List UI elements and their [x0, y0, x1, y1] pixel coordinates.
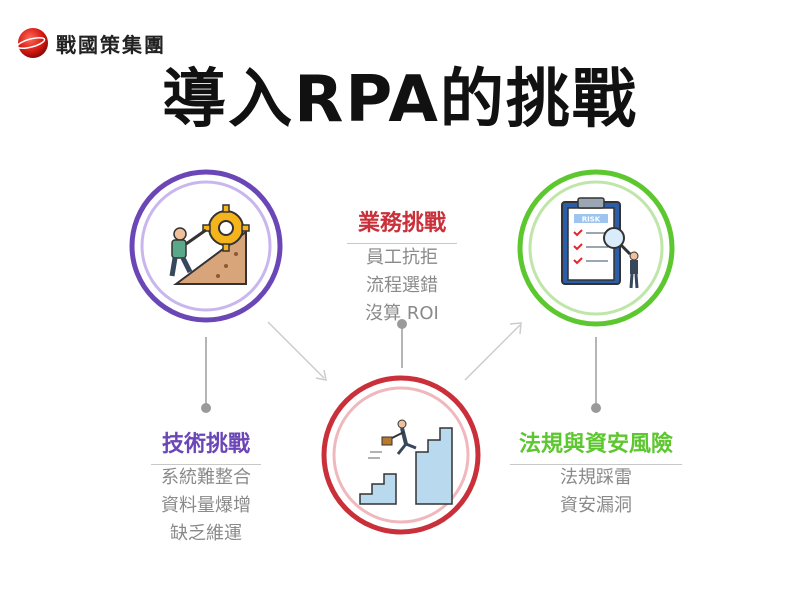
- list-item: 流程選錯: [366, 275, 438, 296]
- legal-risk-title: 法規與資安風險: [518, 432, 673, 457]
- list-item: 沒算 ROI: [365, 303, 439, 324]
- tech-challenge-items: 系統難整合 資料量爆增 缺乏維運: [136, 464, 276, 548]
- list-item: 資安漏洞: [560, 495, 632, 516]
- list-item: 缺乏維運: [170, 523, 242, 544]
- tech-challenge-circle: [128, 168, 284, 324]
- climbing-gear-icon: [129, 169, 283, 323]
- logo-text: 戰國策集團: [56, 32, 166, 57]
- business-challenge-circle: [320, 374, 482, 536]
- logo-globe-icon: [16, 28, 48, 58]
- business-challenge-items: 員工抗拒 流程選錯 沒算 ROI: [342, 244, 462, 328]
- list-item: 法規踩雷: [560, 467, 632, 488]
- legal-risk-circle: RISK: [516, 168, 676, 328]
- list-item: 資料量爆增: [161, 495, 251, 516]
- risk-clipboard-icon: RISK: [517, 169, 675, 327]
- stairs-jump-icon: [321, 375, 481, 535]
- page-title: 導入RPA的挑戰: [162, 63, 638, 137]
- business-challenge-title: 業務挑戰: [357, 211, 446, 236]
- tech-challenge-label: 技術挑戰: [146, 426, 266, 465]
- legal-risk-label: 法規與資安風險: [505, 426, 687, 465]
- list-item: 員工抗拒: [366, 247, 438, 268]
- risk-board-text: RISK: [582, 216, 601, 224]
- list-item: 系統難整合: [161, 467, 251, 488]
- brand-logo: 戰國策集團: [16, 26, 166, 60]
- tech-challenge-title: 技術挑戰: [161, 432, 250, 457]
- legal-risk-items: 法規踩雷 資安漏洞: [526, 464, 666, 520]
- business-challenge-label: 業務挑戰: [342, 205, 462, 244]
